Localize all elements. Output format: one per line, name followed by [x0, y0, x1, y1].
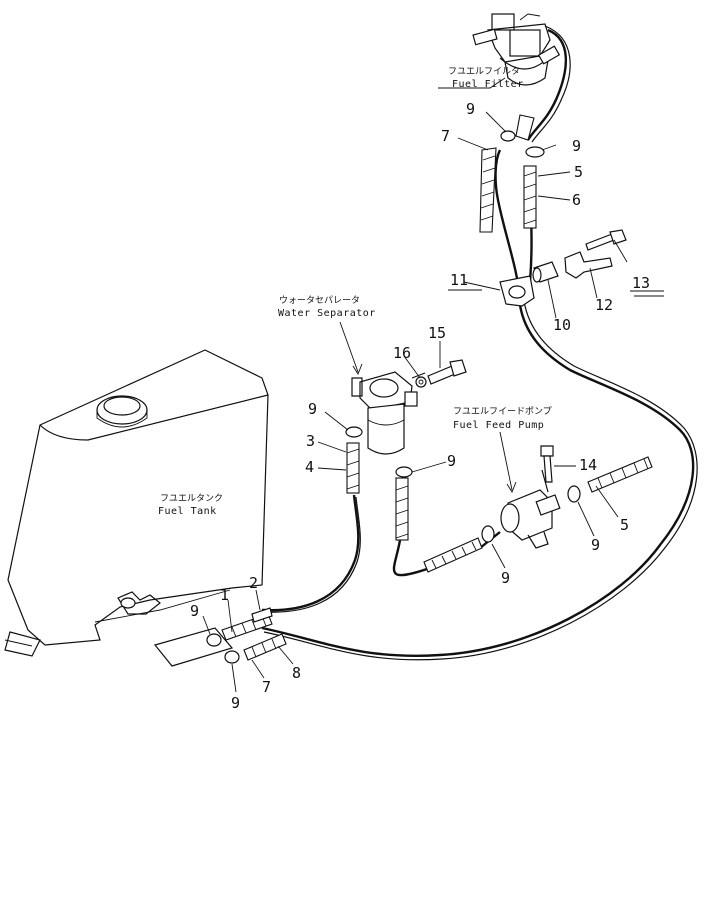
callout-15: 15	[428, 324, 446, 342]
fuel-feed-pump-label-en: Fuel Feed Pump	[453, 420, 544, 431]
bolt-13	[585, 229, 627, 251]
callout-2: 2	[249, 574, 258, 592]
callout-5: 5	[620, 516, 629, 534]
washer-16	[415, 376, 427, 388]
fuel-filter-label-jp: フユエルフイルタ	[448, 66, 520, 77]
part-callouts: 9 9 7 5 6 13 11 12 10 15 16 9 3 4 9 14 5…	[190, 100, 650, 712]
fitting-2	[251, 607, 273, 623]
callout-9: 9	[447, 452, 456, 470]
callout-9: 9	[466, 100, 475, 118]
callout-6: 6	[572, 191, 581, 209]
water-separator	[351, 371, 426, 455]
hose-hatching	[231, 155, 649, 658]
component-labels: フユエルフイルタ Fuel Filter ウォータセパレータ Water Sep…	[158, 66, 552, 517]
callout-9: 9	[591, 536, 600, 554]
callout-11: 11	[450, 271, 468, 289]
bracket-12	[564, 251, 613, 279]
callout-7: 7	[441, 127, 450, 145]
leader-lines	[202, 77, 664, 693]
callout-10: 10	[553, 316, 571, 334]
callout-4: 4	[305, 458, 314, 476]
fuel-feed-pump	[500, 469, 561, 549]
callout-14: 14	[579, 456, 597, 474]
callout-9: 9	[501, 569, 510, 587]
fuel-tank	[4, 349, 269, 667]
callout-7: 7	[262, 678, 271, 696]
water-separator-label-jp: ウォータセパレータ	[279, 295, 360, 306]
fuel-tank-label-jp: フユエルタンク	[160, 493, 223, 504]
callout-1: 1	[220, 586, 229, 604]
callout-9: 9	[572, 137, 581, 155]
fuel-tank-label-en: Fuel Tank	[158, 506, 217, 517]
bolt-15	[427, 359, 467, 385]
clamp-bracket-11	[499, 275, 535, 307]
callout-3: 3	[306, 432, 315, 450]
fuel-lines	[261, 25, 698, 661]
callout-9: 9	[308, 400, 317, 418]
callout-12: 12	[595, 296, 613, 314]
hose-segments	[221, 114, 653, 661]
fuel-filter	[472, 13, 561, 86]
fuel-filter-label-en: Fuel Filter	[452, 79, 524, 90]
callout-16: 16	[393, 344, 411, 362]
callout-8: 8	[292, 664, 301, 682]
water-separator-label-en: Water Separator	[278, 308, 376, 319]
spacer-10	[532, 261, 559, 283]
callout-13: 13	[632, 274, 650, 292]
bolt-14	[540, 445, 554, 483]
callout-5: 5	[574, 163, 583, 181]
callout-9: 9	[190, 602, 199, 620]
fuel-feed-pump-label-jp: フユエルフイードポンプ	[453, 406, 552, 417]
callout-9: 9	[231, 694, 240, 712]
